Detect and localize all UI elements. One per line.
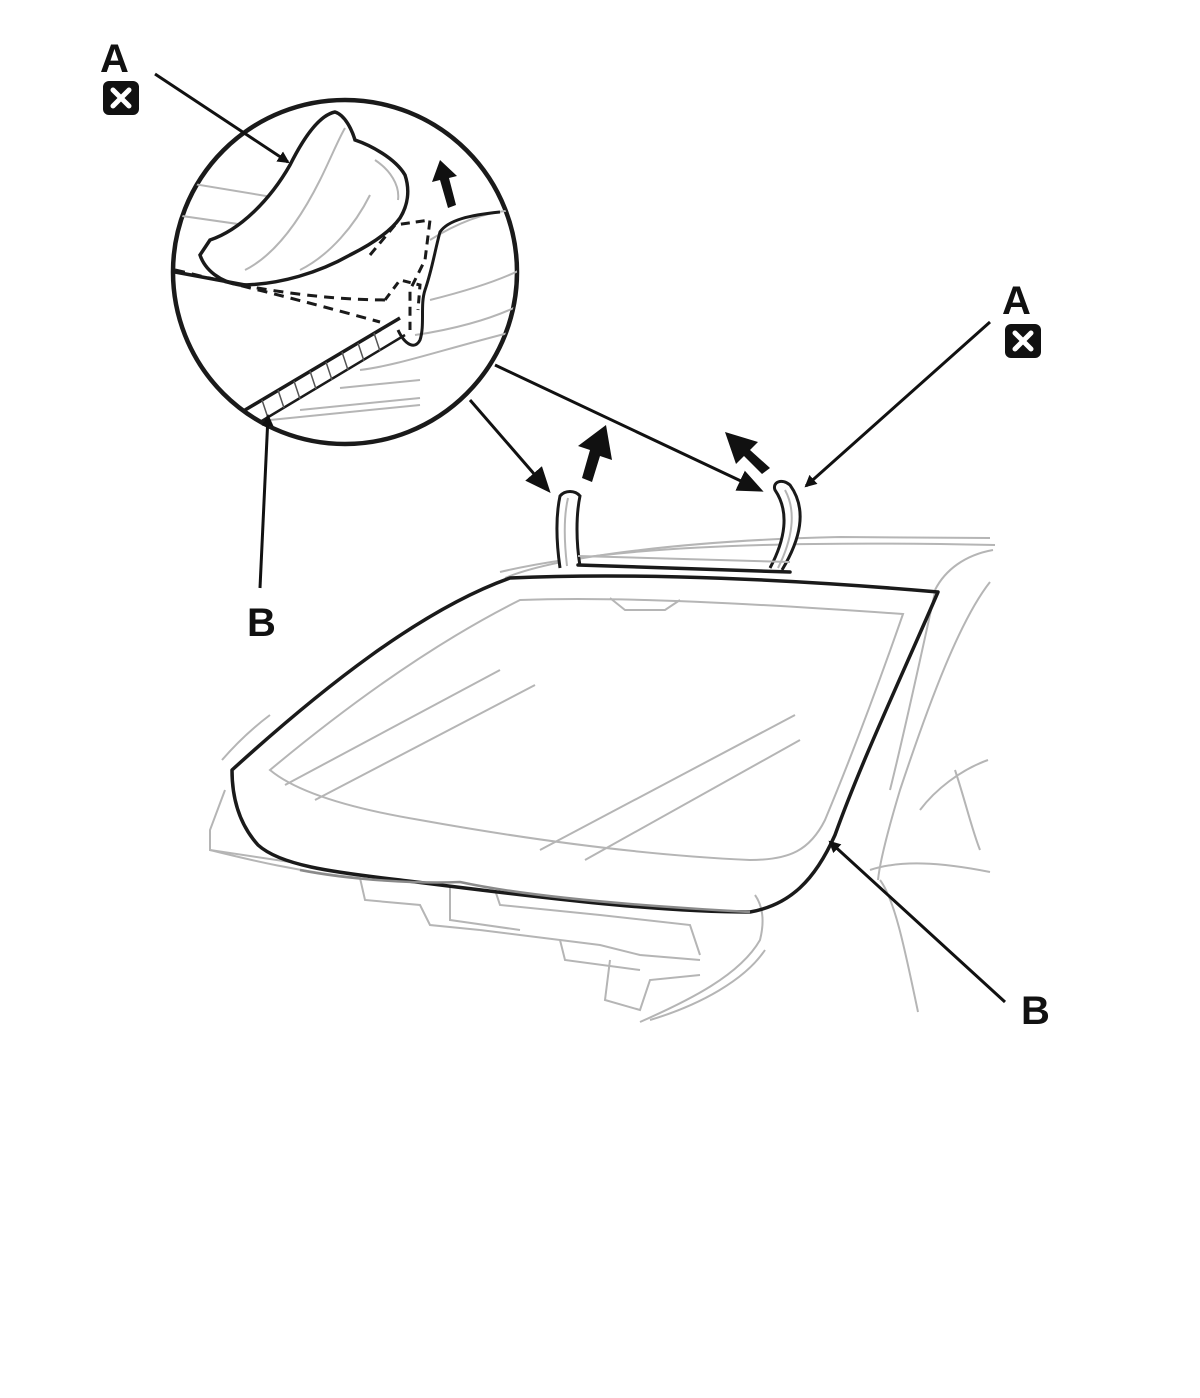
callout-a-left-label: A xyxy=(100,37,129,81)
pull-arrow-left xyxy=(578,425,612,482)
detail-magnifier xyxy=(170,97,520,447)
upper-molding-strip xyxy=(555,479,802,574)
callout-a-right-label: A xyxy=(1002,279,1031,323)
callout-b-right-label: B xyxy=(1021,989,1050,1033)
pull-arrow-right xyxy=(725,432,770,474)
callout-a-right: A xyxy=(1002,279,1041,358)
callout-leaders xyxy=(154,72,1007,1004)
magnifier-pointers xyxy=(468,363,764,494)
pull-direction-arrows xyxy=(578,425,770,482)
vehicle-body xyxy=(209,535,996,1023)
replace-part-icon xyxy=(1005,324,1041,358)
callout-a-left: A xyxy=(100,37,139,115)
replace-part-icon xyxy=(103,81,139,115)
windshield-glass xyxy=(230,574,940,914)
callout-b-left-label: B xyxy=(247,601,276,645)
